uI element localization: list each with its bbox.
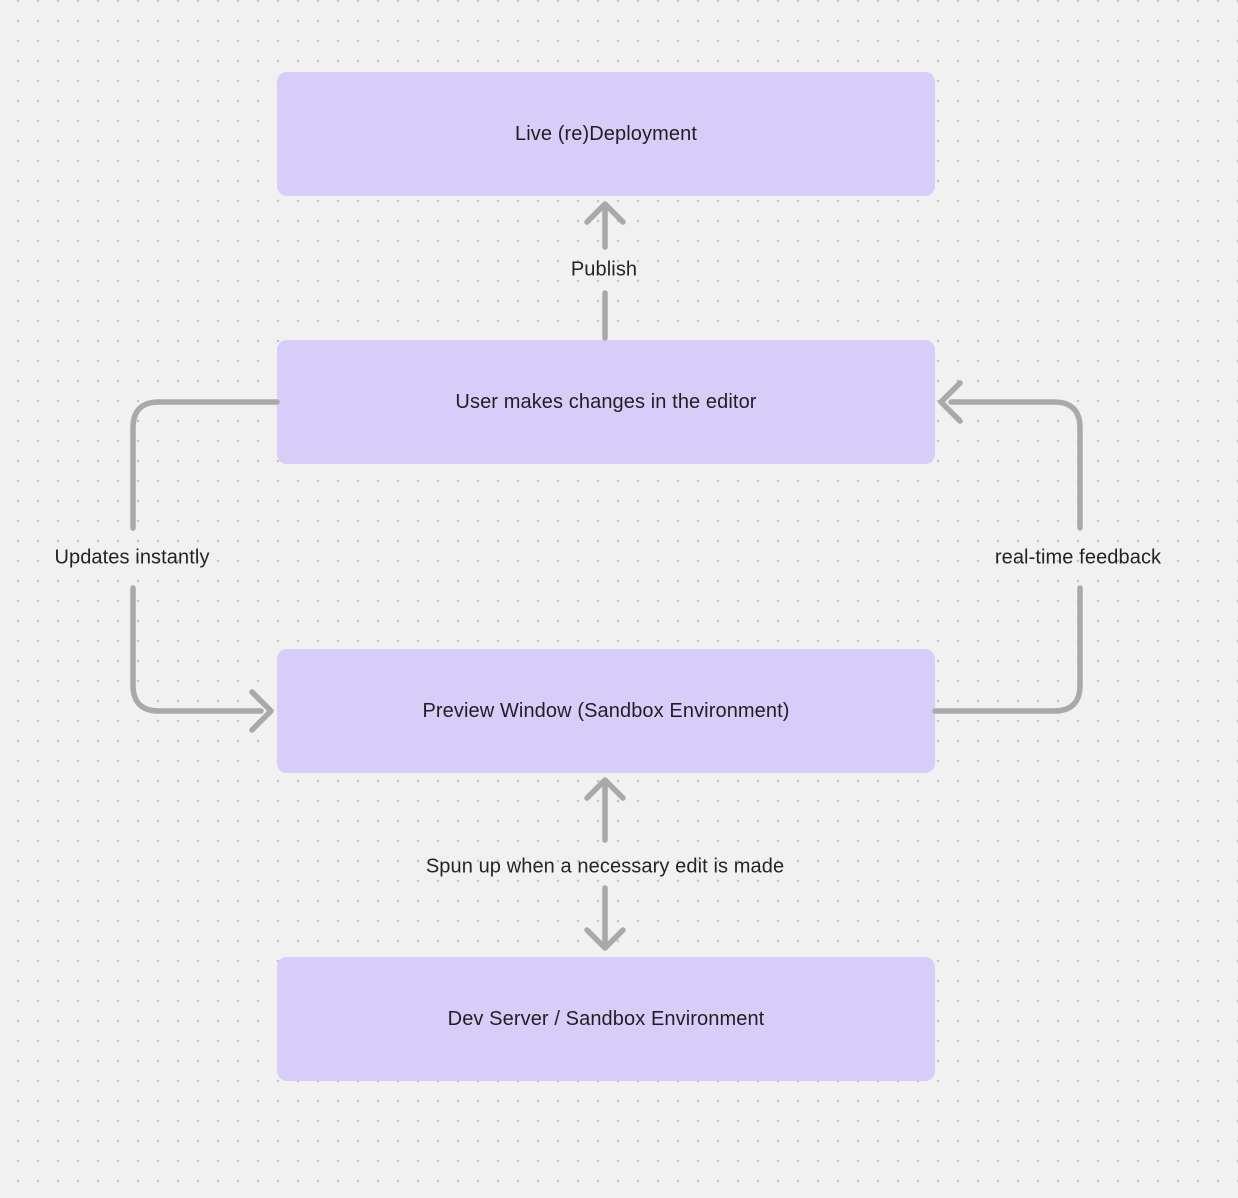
node-user-editor[interactable]: User makes changes in the editor <box>277 340 935 464</box>
arrowhead-up-icon <box>584 777 626 801</box>
edge-label-spun-up: Spun up when a necessary edit is made <box>425 855 785 878</box>
arrowhead-down-icon <box>584 927 626 951</box>
edge-feedback-segment-top <box>948 399 1083 531</box>
arrowhead-up-icon <box>584 201 626 225</box>
edge-label-publish: Publish <box>570 258 638 281</box>
node-dev-server-label: Dev Server / Sandbox Environment <box>447 1007 765 1030</box>
edge-label-updates-instantly: Updates instantly <box>54 546 210 569</box>
edge-feedback-segment-bottom <box>932 585 1083 714</box>
node-preview-window[interactable]: Preview Window (Sandbox Environment) <box>277 649 935 773</box>
node-live-redeployment-label: Live (re)Deployment <box>515 122 697 145</box>
edge-label-realtime-feedback: real-time feedback <box>994 546 1162 569</box>
arrowhead-right-icon <box>249 689 274 733</box>
edge-updates-segment-bottom <box>130 585 264 714</box>
edge-updates-segment-top <box>130 399 280 531</box>
node-user-editor-label: User makes changes in the editor <box>455 390 757 413</box>
node-preview-window-label: Preview Window (Sandbox Environment) <box>422 699 790 722</box>
node-live-redeployment[interactable]: Live (re)Deployment <box>277 72 935 196</box>
node-dev-server[interactable]: Dev Server / Sandbox Environment <box>277 957 935 1081</box>
arrowhead-left-icon <box>938 380 963 424</box>
